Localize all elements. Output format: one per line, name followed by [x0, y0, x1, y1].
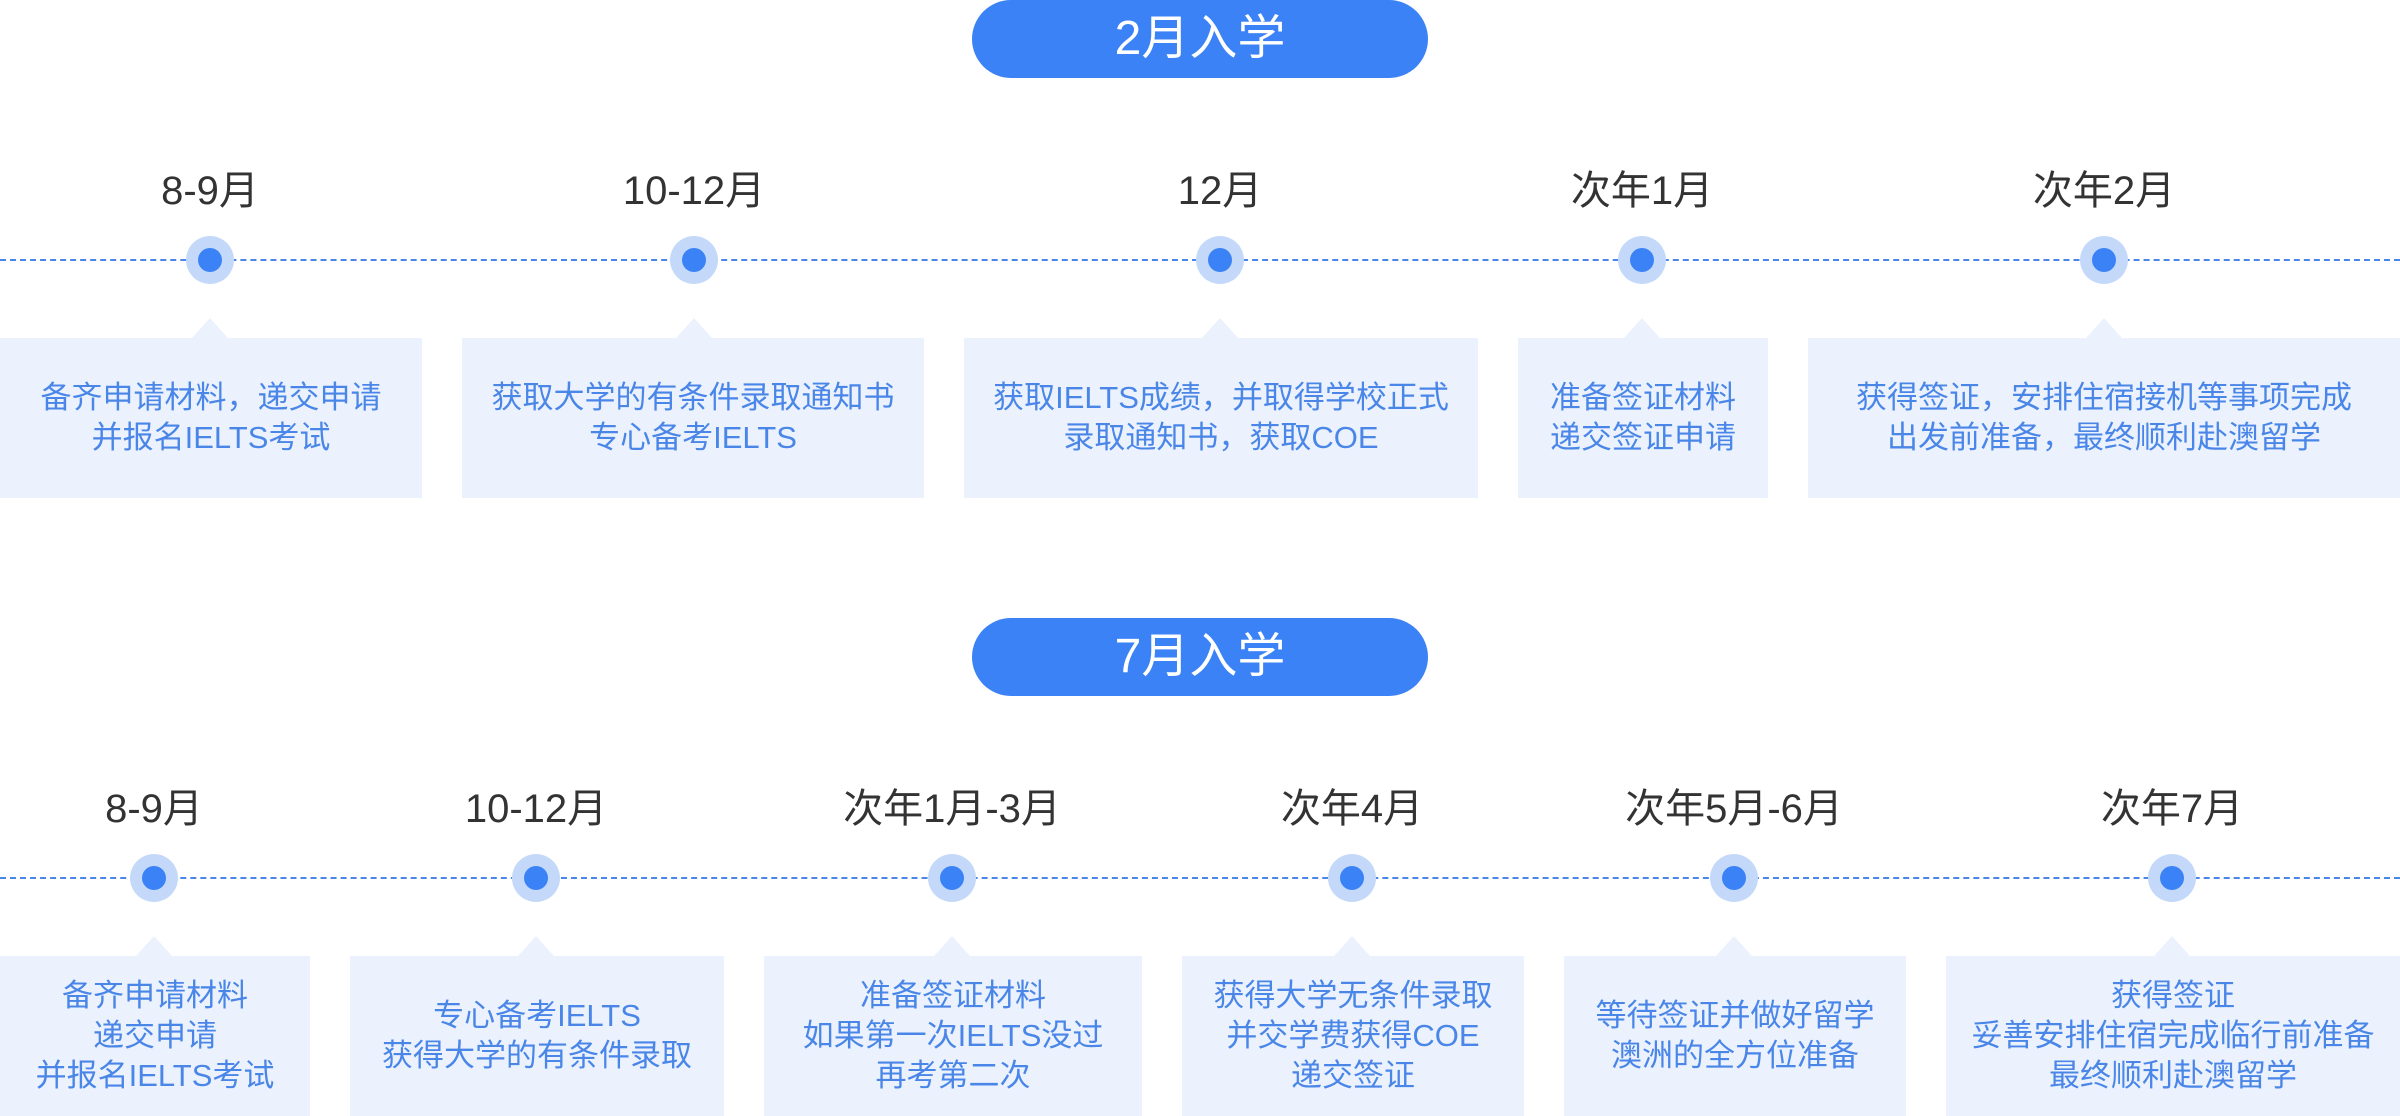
timeline-node-dot — [2148, 854, 2196, 902]
step-description-line: 并报名IELTS考试 — [91, 420, 331, 455]
step-description-line: 获得大学的有条件录取 — [382, 1038, 692, 1073]
step-description-card: 备齐申请材料递交申请并报名IELTS考试 — [0, 956, 310, 1116]
timeline-node-dot — [670, 236, 718, 284]
step-description-card: 获得签证，安排住宿接机等事项完成出发前准备，最终顺利赴澳留学 — [1808, 338, 2400, 498]
step-description-card: 获取IELTS成绩，并取得学校正式录取通知书，获取COE — [964, 338, 1478, 498]
step-description-line: 等待签证并做好留学 — [1595, 998, 1875, 1033]
card-pointer — [518, 936, 554, 956]
timeline-node-dot — [512, 854, 560, 902]
card-pointer — [934, 936, 970, 956]
card-pointer — [1202, 318, 1238, 338]
timeline-node-dot — [130, 854, 178, 902]
step-description-line: 准备签证材料 — [860, 978, 1046, 1013]
step-description-card: 备齐申请材料，递交申请并报名IELTS考试 — [0, 338, 422, 498]
timeline-node-dot — [1196, 236, 1244, 284]
step-description-line: 澳洲的全方位准备 — [1611, 1038, 1859, 1073]
step-description-card: 获得签证妥善安排住宿完成临行前准备最终顺利赴澳留学 — [1946, 956, 2400, 1116]
timeline-node-dot — [1710, 854, 1758, 902]
step-description-line: 专心备考IELTS — [589, 420, 797, 455]
step-description-line: 专心备考IELTS — [433, 998, 641, 1033]
step-description-line: 递交签证申请 — [1550, 420, 1736, 455]
step-description-line: 妥善安排住宿完成临行前准备 — [1971, 1018, 2375, 1053]
step-description-line: 出发前准备，最终顺利赴澳留学 — [1887, 420, 2321, 455]
step-date-label: 次年5月-6月 — [1625, 787, 1843, 831]
timeline-node-dot — [1328, 854, 1376, 902]
step-description-line: 获取大学的有条件录取通知书 — [491, 380, 895, 415]
timeline-node-dot — [928, 854, 976, 902]
step-date-label: 8-9月 — [105, 787, 203, 831]
card-pointer — [1334, 936, 1370, 956]
step-date-label: 8-9月 — [161, 169, 259, 213]
step-description-line: 递交签证 — [1291, 1058, 1415, 1093]
timeline-node-dot — [2080, 236, 2128, 284]
card-pointer — [2086, 318, 2122, 338]
step-description-line: 获取IELTS成绩，并取得学校正式 — [993, 380, 1449, 415]
step-description-line: 录取通知书，获取COE — [1063, 420, 1379, 455]
timeline-node-dot — [186, 236, 234, 284]
step-description-line: 并报名IELTS考试 — [35, 1058, 275, 1093]
step-date-label: 次年1月-3月 — [843, 787, 1061, 831]
card-pointer — [1716, 936, 1752, 956]
card-pointer — [1624, 318, 1660, 338]
step-description-line: 并交学费获得COE — [1226, 1018, 1480, 1053]
step-description-line: 备齐申请材料 — [62, 978, 248, 1013]
section-title-pill: 7月入学 — [972, 618, 1428, 696]
step-description-card: 准备签证材料递交签证申请 — [1518, 338, 1768, 498]
timeline-node-dot — [1618, 236, 1666, 284]
section-title-pill: 2月入学 — [972, 0, 1428, 78]
step-description-line: 获得签证，安排住宿接机等事项完成 — [1856, 380, 2352, 415]
step-description-line: 递交申请 — [93, 1018, 217, 1053]
card-pointer — [136, 936, 172, 956]
step-description-card: 准备签证材料如果第一次IELTS没过再考第二次 — [764, 956, 1142, 1116]
step-description-line: 获得签证 — [2111, 978, 2235, 1013]
timeline-dashed-line — [0, 877, 2400, 879]
step-description-card: 获得大学无条件录取并交学费获得COE 递交签证 — [1182, 956, 1524, 1116]
step-description-line: 再考第二次 — [875, 1058, 1031, 1093]
step-date-label: 次年1月 — [1570, 169, 1714, 213]
step-description-card: 专心备考IELTS 获得大学的有条件录取 — [350, 956, 724, 1116]
step-date-label: 10-12月 — [464, 787, 608, 831]
step-description-line: 获得大学无条件录取 — [1213, 978, 1493, 1013]
step-date-label: 12月 — [1177, 169, 1263, 213]
step-date-label: 次年7月 — [2100, 787, 2244, 831]
step-description-line: 如果第一次IELTS没过 — [802, 1018, 1104, 1053]
step-description-line: 准备签证材料 — [1550, 380, 1736, 415]
step-description-card: 获取大学的有条件录取通知书专心备考IELTS — [462, 338, 924, 498]
card-pointer — [2154, 936, 2190, 956]
step-description-line: 最终顺利赴澳留学 — [2049, 1058, 2297, 1093]
step-date-label: 次年2月 — [2032, 169, 2176, 213]
step-description-line: 备齐申请材料，递交申请 — [40, 380, 382, 415]
card-pointer — [676, 318, 712, 338]
card-pointer — [192, 318, 228, 338]
step-date-label: 10-12月 — [622, 169, 766, 213]
step-description-card: 等待签证并做好留学澳洲的全方位准备 — [1564, 956, 1906, 1116]
step-date-label: 次年4月 — [1280, 787, 1424, 831]
